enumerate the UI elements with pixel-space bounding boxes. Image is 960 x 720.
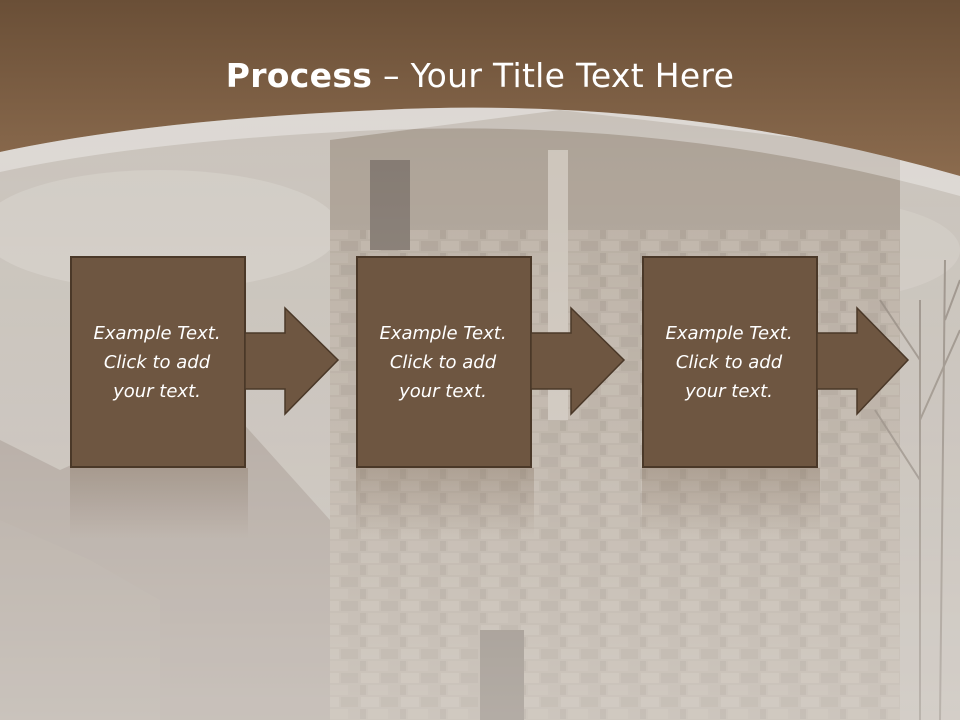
process-step-2[interactable]: Example Text. Click to add your text. bbox=[356, 256, 626, 468]
step-3-shape bbox=[642, 256, 910, 468]
step-1-text[interactable]: Example Text. Click to add your text. bbox=[72, 256, 242, 468]
title-rest: – Your Title Text Here bbox=[372, 56, 735, 95]
step-line-1: Example Text. bbox=[93, 322, 221, 344]
arrow-right-icon bbox=[530, 306, 626, 416]
step-line-2: Click to add bbox=[675, 351, 783, 373]
step-2-reflection bbox=[356, 468, 534, 538]
arrow-right-icon bbox=[816, 306, 910, 416]
slide-title[interactable]: Process – Your Title Text Here bbox=[0, 48, 960, 104]
step-1-shape bbox=[70, 256, 340, 468]
step-line-3: your text. bbox=[399, 380, 487, 402]
step-3-text[interactable]: Example Text. Click to add your text. bbox=[644, 256, 814, 468]
step-3-reflection bbox=[642, 468, 820, 538]
step-line-3: your text. bbox=[685, 380, 773, 402]
step-2-text[interactable]: Example Text. Click to add your text. bbox=[358, 256, 528, 468]
process-step-1[interactable]: Example Text. Click to add your text. bbox=[70, 256, 340, 468]
arrow-right-icon bbox=[244, 306, 340, 416]
header-band bbox=[0, 0, 960, 196]
process-step-3[interactable]: Example Text. Click to add your text. bbox=[642, 256, 912, 468]
step-1-reflection bbox=[70, 468, 248, 538]
step-2-shape bbox=[356, 256, 626, 468]
step-line-3: your text. bbox=[113, 380, 201, 402]
step-line-1: Example Text. bbox=[665, 322, 793, 344]
step-line-2: Click to add bbox=[389, 351, 497, 373]
title-bold-word: Process bbox=[225, 56, 373, 95]
step-line-1: Example Text. bbox=[379, 322, 507, 344]
step-line-2: Click to add bbox=[103, 351, 211, 373]
